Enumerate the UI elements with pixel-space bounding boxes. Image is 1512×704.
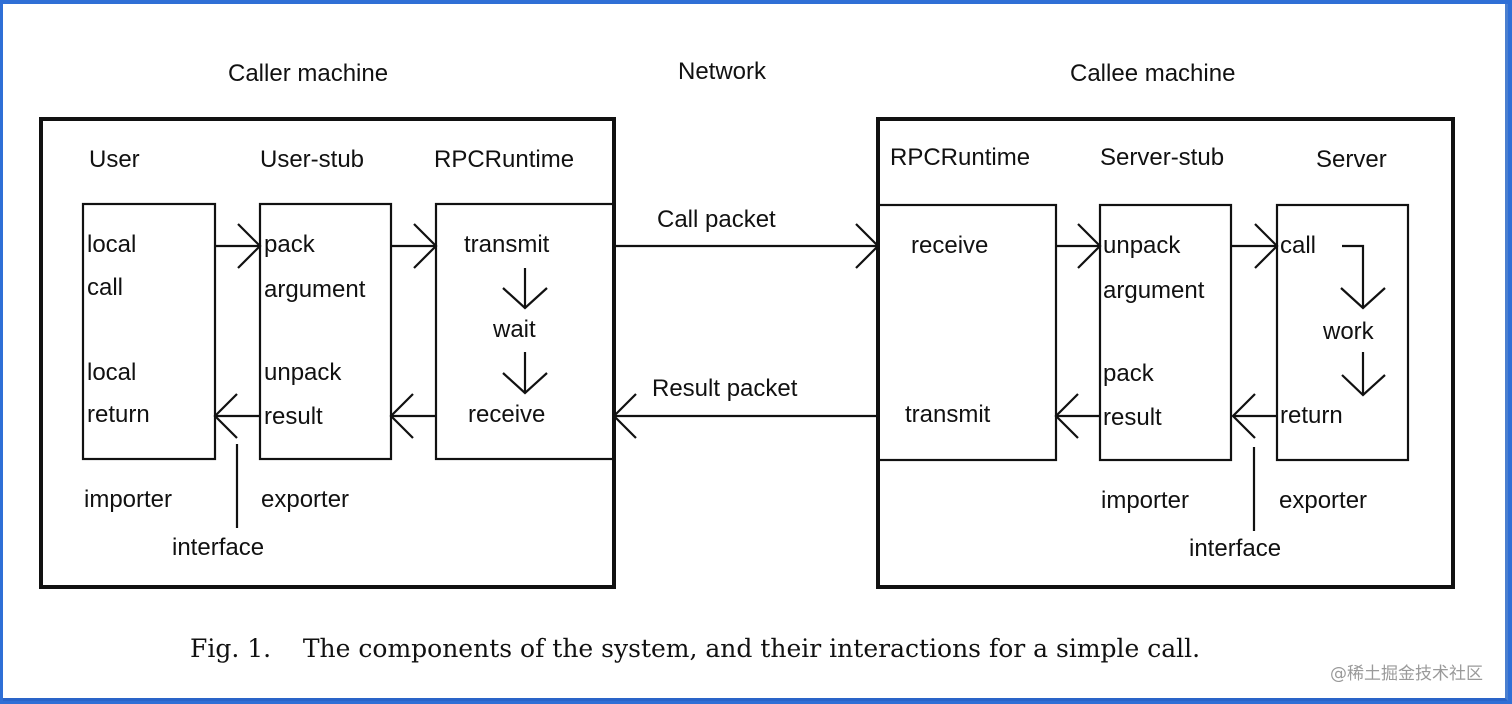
caller-rpcruntime-column-label: RPCRuntime — [434, 146, 574, 173]
callee-runtime-text: transmit — [905, 401, 991, 428]
arrow-user-to-stub — [215, 223, 262, 269]
caller-interface-label: interface — [172, 534, 264, 561]
arrow-stub-to-user — [213, 393, 260, 439]
caller-runtime-text: receive — [468, 401, 545, 428]
server-stub-box-text: result — [1103, 404, 1162, 431]
watermark: @稀土掘金技术社区 — [1330, 664, 1483, 684]
server-box — [1275, 203, 1410, 462]
result-packet-label: Result packet — [652, 375, 798, 402]
user-box-text: local — [87, 359, 136, 386]
callee-interface-label: interface — [1189, 535, 1281, 562]
server-column-label: Server — [1316, 146, 1387, 173]
callee-runtime-text: receive — [911, 232, 988, 259]
server-stub-box-text: unpack — [1103, 232, 1181, 259]
figure-caption: Fig. 1. The components of the system, an… — [190, 634, 1200, 663]
server-stub-column-label: Server-stub — [1100, 144, 1224, 171]
user-stub-box-text: result — [264, 403, 323, 430]
server-box-text: call — [1280, 232, 1316, 259]
user-stub-box-text: unpack — [264, 359, 342, 386]
call-packet-label: Call packet — [657, 206, 776, 233]
arrow-stub-to-runtime — [391, 223, 438, 269]
arrow-wait-to-receive — [502, 352, 548, 395]
callee-rpcruntime-column-label: RPCRuntime — [890, 144, 1030, 171]
caller-exporter-label: exporter — [261, 486, 349, 513]
user-stub-box-text: pack — [264, 231, 316, 258]
user-box — [81, 202, 217, 461]
server-box-text: work — [1322, 318, 1375, 345]
network-heading: Network — [678, 58, 767, 85]
arrow-server-stub-to-server — [1231, 223, 1279, 269]
server-stub-box-text: pack — [1103, 360, 1155, 387]
arrow-runtime-to-stub — [389, 393, 436, 439]
arrow-server-stub-to-runtime — [1054, 393, 1100, 439]
callee-machine-heading: Callee machine — [1070, 60, 1235, 87]
user-box-text: local — [87, 231, 136, 258]
arrow-call-to-work — [1340, 244, 1386, 310]
arrow-server-to-server-stub — [1231, 393, 1277, 439]
callee-importer-label: importer — [1101, 487, 1189, 514]
server-stub-box — [1098, 203, 1233, 462]
arrow-runtime-to-server-stub — [1056, 223, 1102, 269]
callee-rpcruntime-box — [876, 203, 1058, 462]
server-box-text: return — [1280, 402, 1343, 429]
user-stub-box-text: argument — [264, 276, 366, 303]
caller-importer-label: importer — [84, 486, 172, 513]
caller-runtime-text: wait — [492, 316, 536, 343]
result-packet-arrow — [612, 393, 878, 439]
user-stub-column-label: User-stub — [260, 146, 364, 173]
caller-machine-box — [39, 117, 616, 589]
callee-machine-box — [876, 117, 1455, 589]
arrow-work-to-return — [1341, 352, 1386, 397]
arrow-transmit-to-wait — [502, 268, 548, 310]
user-box-text: return — [87, 401, 150, 428]
user-box-text: call — [87, 274, 123, 301]
server-stub-box-text: argument — [1103, 277, 1205, 304]
caller-machine-heading: Caller machine — [228, 60, 388, 87]
user-column-label: User — [89, 146, 140, 173]
caller-runtime-text: transmit — [464, 231, 550, 258]
callee-exporter-label: exporter — [1279, 487, 1367, 514]
user-stub-box — [258, 202, 393, 461]
caller-rpcruntime-box — [434, 202, 616, 461]
